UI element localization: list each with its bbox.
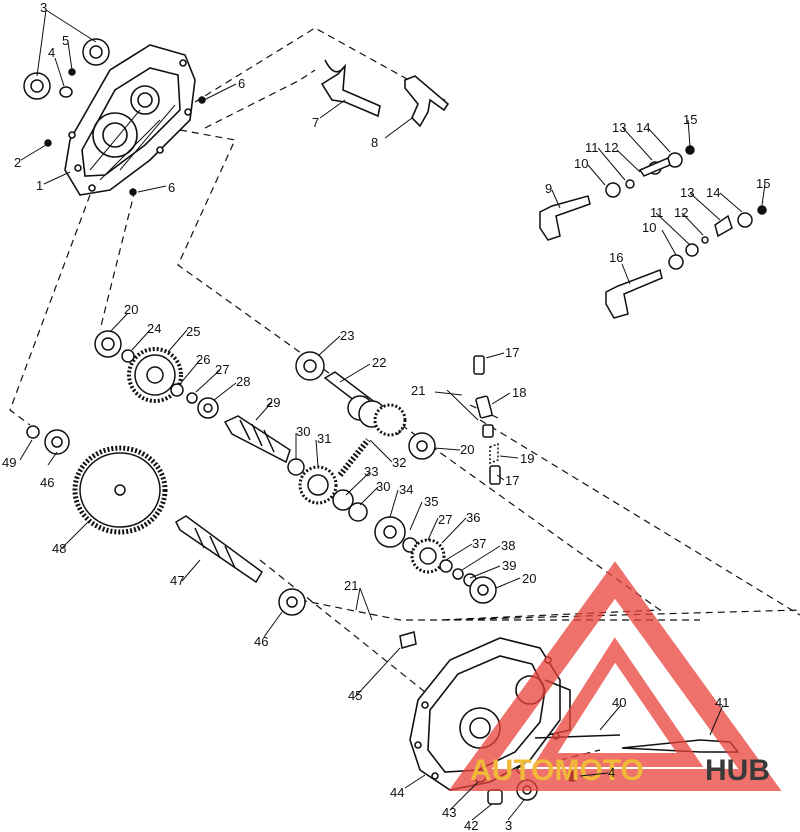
- part-label: 33: [364, 464, 378, 479]
- part-label: 30: [296, 424, 310, 439]
- part-label: 47: [170, 573, 184, 588]
- part-label: 14: [636, 120, 650, 135]
- detent-parts: [473, 355, 501, 485]
- part-label: 18: [512, 385, 526, 400]
- part-label: 3: [40, 0, 47, 15]
- part-label: 8: [371, 135, 378, 150]
- part-label: 10: [642, 220, 656, 235]
- part-label: 15: [683, 112, 697, 127]
- part-label: 25: [186, 324, 200, 339]
- middle-gear-stack: [287, 438, 497, 604]
- part-label: 49: [2, 455, 16, 470]
- part-label: 22: [372, 355, 386, 370]
- shaft-29: [223, 415, 291, 464]
- watermark-triangle-icon: [448, 561, 782, 791]
- shift-fork-8: [404, 75, 450, 128]
- gear-48: [72, 445, 168, 535]
- part-label: 28: [236, 374, 250, 389]
- part-label: 6: [168, 180, 175, 195]
- part-label: 24: [147, 321, 161, 336]
- part-label: 27: [215, 362, 229, 377]
- part-label: 6: [238, 76, 245, 91]
- part-label: 9: [545, 181, 552, 196]
- part-label: 16: [609, 250, 623, 265]
- shift-shaft-16: [605, 205, 767, 319]
- part-label: 45: [348, 688, 362, 703]
- part-label: 2: [14, 155, 21, 170]
- part-label: 29: [266, 395, 280, 410]
- part-label: 44: [390, 785, 404, 800]
- watermark-logo: AUTOMOTO HUB: [448, 561, 782, 791]
- part-label: 20: [124, 302, 138, 317]
- part-label: 37: [472, 536, 486, 551]
- part-label: 11: [585, 140, 599, 155]
- part-label: 34: [399, 482, 413, 497]
- part-label: 46: [40, 475, 54, 490]
- part-label: 46: [254, 634, 268, 649]
- part-label: 17: [505, 473, 519, 488]
- part-label: 21: [411, 383, 425, 398]
- part-label: 21: [344, 578, 358, 593]
- shaft-47: [175, 515, 306, 616]
- part-label: 4: [48, 45, 55, 60]
- shift-shaft-9: [539, 145, 695, 241]
- part-label: 26: [196, 352, 210, 367]
- part-label: 3: [505, 818, 512, 832]
- part-label: 27: [438, 512, 452, 527]
- watermark-brand-right: HUB: [705, 754, 770, 787]
- part-label: 31: [317, 431, 331, 446]
- upper-case-half: [64, 44, 196, 196]
- part-label: 19: [520, 451, 534, 466]
- left-bearings: [26, 330, 219, 455]
- part-label: 20: [522, 571, 536, 586]
- part-label: 38: [501, 538, 515, 553]
- part-label: 13: [680, 185, 694, 200]
- part-label: 15: [756, 176, 770, 191]
- part-label: 10: [574, 156, 588, 171]
- part-label: 13: [612, 120, 626, 135]
- part-label: 20: [460, 442, 474, 457]
- part-label: 7: [312, 115, 319, 130]
- gear-25: [127, 347, 183, 403]
- part-label: 23: [340, 328, 354, 343]
- label-leader-lines: [19, 9, 766, 821]
- part-label: 11: [650, 205, 664, 220]
- part-label: 39: [502, 558, 516, 573]
- part-labels: 1 2 3 3 4 4 5 6 6 7 8 9 10 10 11 11 12 1…: [2, 0, 770, 832]
- part-label: 43: [442, 805, 456, 820]
- part-label: 36: [466, 510, 480, 525]
- part-label: 12: [674, 205, 688, 220]
- shaft-22-assembly: [295, 351, 436, 460]
- assembly-leader-lines: [9, 27, 800, 761]
- part-label: 32: [392, 455, 406, 470]
- part-label: 12: [604, 140, 618, 155]
- watermark-brand-left: AUTOMOTO: [470, 754, 644, 787]
- part-label: 35: [424, 494, 438, 509]
- part-label: 40: [612, 695, 626, 710]
- lower-case: [409, 637, 571, 791]
- part-label: 41: [715, 695, 729, 710]
- part-label: 17: [505, 345, 519, 360]
- part-label: 30: [376, 479, 390, 494]
- part-label: 42: [464, 818, 478, 832]
- part-label: 14: [706, 185, 720, 200]
- part-label: 5: [62, 33, 69, 48]
- upper-case-small-parts: [23, 38, 206, 196]
- part-label: 48: [52, 541, 66, 556]
- shift-fork-7: [320, 59, 381, 118]
- part-label: 4: [608, 765, 615, 780]
- part-label: 1: [36, 178, 43, 193]
